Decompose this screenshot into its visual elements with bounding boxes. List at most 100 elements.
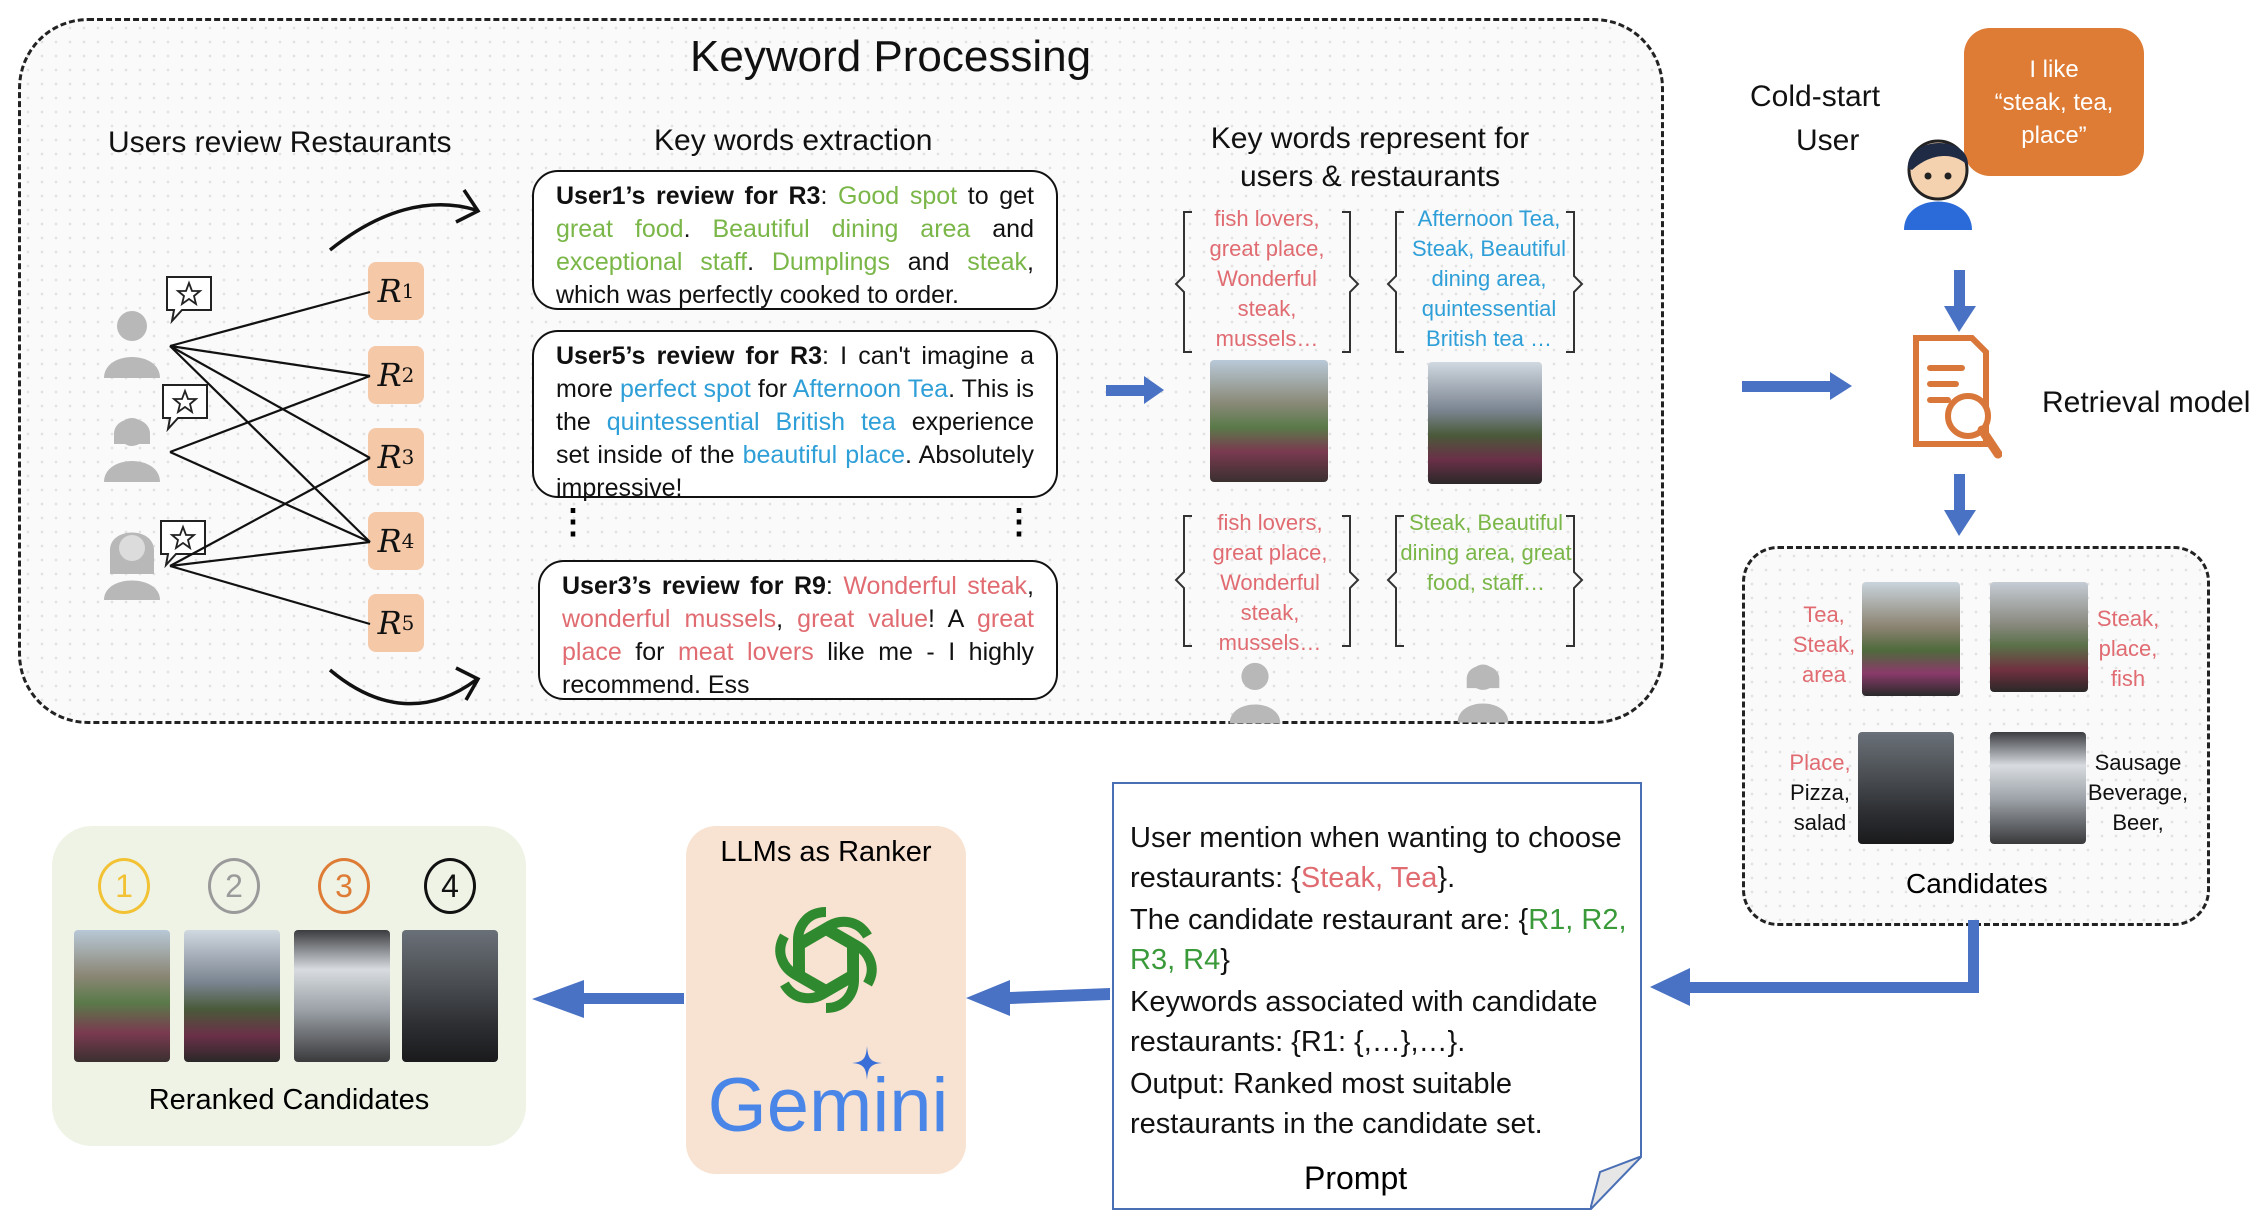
review-text: for <box>750 375 793 403</box>
ellipsis-left: ⋮ <box>556 503 590 541</box>
prompt-line-2: The candidate restaurant are: {R1, R2, R… <box>1130 900 1640 980</box>
candidate-tags-2: Steak, place, fish <box>2096 606 2160 691</box>
candidates-label: Candidates <box>1906 868 2048 899</box>
prompt-line-1: User mention when wanting to choose rest… <box>1130 818 1640 898</box>
reranked-label: Reranked Candidates <box>148 1084 430 1116</box>
prompt-keywords: Steak, Tea <box>1300 862 1438 894</box>
review-keyword: Dumplings <box>771 248 890 276</box>
keyword-group-4: Steak, Beautiful dining area, great food… <box>1400 510 1572 595</box>
review-keyword: beautiful place <box>742 441 905 469</box>
candidate-tag-line: Pizza, <box>1790 780 1850 805</box>
restaurant-photo-2 <box>1428 362 1542 484</box>
review-text: , <box>1027 572 1034 600</box>
llm-ranker-label: LLMs as Ranker <box>720 836 932 868</box>
speech-bubble: I like “steak, tea, place” <box>1964 28 2144 176</box>
keyword-group-1: fish lovers, great place, Wonderful stea… <box>1209 206 1325 351</box>
candidate-tags-4: Sausage Beverage, Beer, <box>2087 750 2189 835</box>
bubble-line2: “steak, tea, <box>1994 88 2114 116</box>
prompt-line-4: Output: Ranked most suitable restaurants… <box>1130 1068 1543 1140</box>
review-text: . <box>683 215 713 243</box>
review-keyword: steak <box>967 248 1028 276</box>
candidate-photo-4 <box>1990 732 2086 844</box>
review-text: : I can't imagine a more <box>556 342 1034 403</box>
restaurant-photo-1 <box>1210 360 1328 482</box>
review-keyword: Wonderful steak <box>843 572 1028 600</box>
users-review-label: Users review Restaurants <box>108 126 452 159</box>
reranked-photo-3 <box>294 930 390 1062</box>
review-text: : <box>820 182 839 210</box>
review-text: to get <box>957 182 1034 210</box>
review-keyword: great food <box>556 215 684 243</box>
review-text: and <box>970 215 1034 243</box>
user-icon-1 <box>104 311 160 378</box>
candidate-photo-2 <box>1990 582 2088 692</box>
candidate-tag-line: salad <box>1793 810 1847 835</box>
review-body: : Wonderful steak, wonderful mussels, gr… <box>562 572 1034 699</box>
prompt-candidates: R1, R2, R3, R4 <box>1130 904 1627 976</box>
review-keyword: Good spot <box>838 182 958 210</box>
bubble-line3: place” <box>2021 121 2087 149</box>
review-keyword: Afternoon Tea <box>792 375 949 403</box>
openai-logo-icon <box>775 907 877 1013</box>
review-star-icon-3 <box>160 520 206 568</box>
represent-label-line1: Key words represent for <box>1210 122 1530 155</box>
prompt-text: }. <box>1437 862 1456 894</box>
candidate-photo-3 <box>1858 732 1954 844</box>
extraction-label: Key words extraction <box>654 124 933 157</box>
review-keyword: great value <box>797 605 928 633</box>
review-keyword: great place <box>562 605 1034 666</box>
gemini-logo-text: Gemini <box>707 1063 949 1148</box>
review-keyword: Beautiful dining area <box>712 215 971 243</box>
user-icon-keyword-2 <box>1457 664 1509 723</box>
review-keyword: perfect spot <box>620 375 751 403</box>
review-text: , which was perfectly cooked to order. <box>556 248 1034 309</box>
user-icon-3 <box>104 532 160 600</box>
user-icon-keyword-1 <box>1229 662 1281 724</box>
llm-ranker-box <box>686 826 966 1174</box>
review-keyword: exceptional staff <box>556 248 748 276</box>
keyword-group-2: Afternoon Tea, Steak, Beautiful dining a… <box>1411 206 1567 351</box>
rank-badge-1: 1 <box>98 858 150 914</box>
candidates-box <box>1742 546 2210 926</box>
page-fold-icon <box>1590 1156 1642 1210</box>
prompt-label: Prompt <box>1304 1160 1408 1196</box>
cold-start-label-line2: User <box>1796 124 1860 157</box>
bubble-line1: I like <box>2029 55 2079 83</box>
candidate-tag-line: Place, <box>1789 750 1851 775</box>
retrieval-model-label: Retrieval model <box>2042 386 2251 419</box>
review-text: for <box>621 638 678 666</box>
review-keyword: quintessential British tea <box>606 408 896 436</box>
review-text: . This is the <box>556 375 1034 436</box>
retrieval-document-search-icon <box>1913 335 2002 459</box>
review-keyword: meat lovers <box>677 638 814 666</box>
review-text: , <box>776 605 798 633</box>
review-body: : I can't imagine a more perfect spot fo… <box>556 342 1034 502</box>
review-star-icon-2 <box>162 384 208 432</box>
review-card-user1: User1’s review for R3: Good spot to get … <box>532 170 1058 310</box>
review-star-icon-1 <box>166 276 212 324</box>
review-keyword: wonderful mussels <box>562 605 777 633</box>
represent-label-line2: users & restaurants <box>1239 160 1501 193</box>
user-icon-2 <box>104 418 160 482</box>
review-text: . Absolutely impressive! <box>556 441 1034 502</box>
prompt-box: User mention when wanting to choose rest… <box>1112 782 1642 1210</box>
review-card-user3: User3’s review for R9: Wonderful steak, … <box>538 560 1058 700</box>
candidate-tags-3: Place, Pizza, salad <box>1782 748 1858 838</box>
ellipsis-right: ⋮ <box>1002 503 1036 541</box>
reranked-photo-1 <box>74 930 170 1062</box>
review-text: . <box>747 248 772 276</box>
prompt-text: User mention when wanting to choose rest… <box>1130 822 1622 894</box>
rank-badge-4: 4 <box>424 858 476 914</box>
review-text: and <box>889 248 968 276</box>
review-head: User3’s review for R9 <box>562 572 826 600</box>
candidate-photo-1 <box>1862 582 1960 696</box>
prompt-line-3: Keywords associated with candidate resta… <box>1130 986 1598 1058</box>
review-text: ! A <box>928 605 977 633</box>
prompt-text: The candidate restaurant are: { <box>1130 904 1529 936</box>
review-text: like me - I highly recommend. Ess <box>562 638 1034 699</box>
review-text: : <box>825 572 844 600</box>
